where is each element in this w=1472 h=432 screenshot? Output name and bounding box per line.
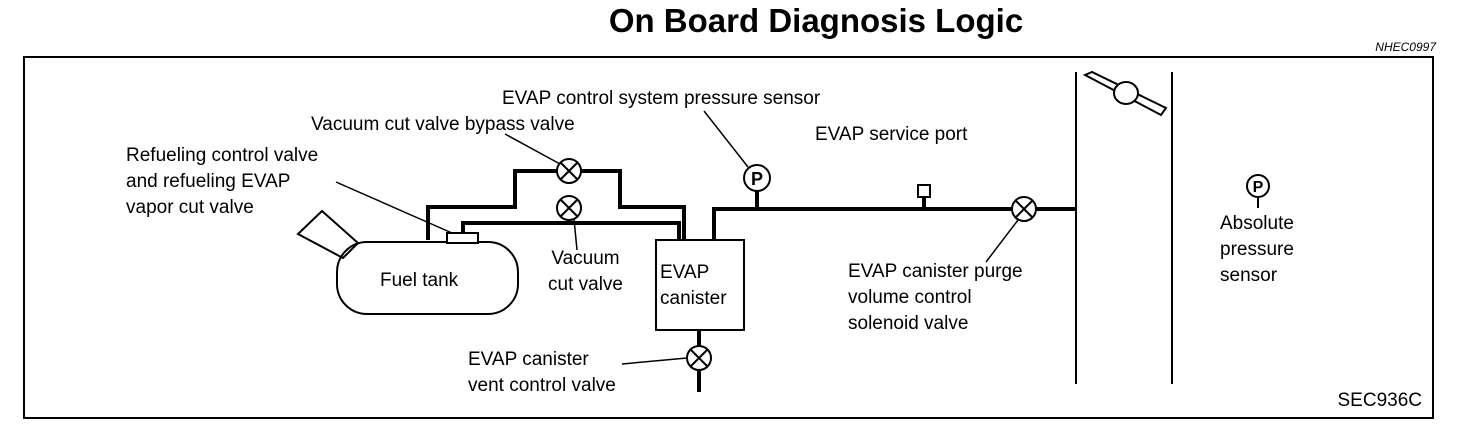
leader-bypass-valve [504,133,561,165]
purge-valve-icon [1011,196,1037,222]
bypass-valve-icon [556,158,582,184]
refueling-control-valve [446,232,479,244]
label-vent-valve: EVAP canister vent control valve [468,349,616,396]
throttle-valve-icon [1082,70,1168,117]
label-refueling-valve: Refueling control valve and refueling EV… [126,145,319,218]
label-absolute-pressure-sensor: Absolute pressure sensor [1220,213,1294,286]
label-evap-canister: EVAP canister [660,262,727,309]
service-port [917,184,931,198]
diagram-border [23,56,1434,419]
vent-valve-icon [686,345,712,371]
diagram-title: On Board Diagnosis Logic [608,2,1024,39]
pressure-sensor-icon: P [743,164,771,192]
label-purge-valve: EVAP canister purge volume control solen… [848,261,1023,334]
label-bypass-valve: Vacuum cut valve bypass valve [311,114,575,135]
leader-purge-valve [985,219,1019,263]
pressure-symbol: P [751,169,763,189]
bypass-line [426,169,686,240]
label-pressure-sensor: EVAP control system pressure sensor [502,88,821,109]
leader-vent-valve [621,357,688,365]
leader-pressure-sensor [703,110,749,168]
fuel-tank [336,241,519,315]
reference-code: NHEC0997 [1375,40,1436,54]
vacuum-cut-valve-icon [556,195,582,221]
leader-refuel-valve [335,181,453,234]
label-vacuum-cut-valve: Vacuum cut valve [548,248,623,295]
filler-neck [296,209,360,260]
evap-canister-box [655,239,745,331]
purge-line [712,207,1076,240]
vacuum-line [461,221,681,240]
leader-vacuum-cut [573,218,578,251]
label-service-port: EVAP service port [815,124,968,145]
figure-code: SEC936C [1337,390,1423,411]
label-fuel-tank: Fuel tank [380,270,459,291]
absolute-pressure-symbol: P [1253,179,1264,196]
absolute-pressure-sensor-icon: P [1246,174,1270,208]
